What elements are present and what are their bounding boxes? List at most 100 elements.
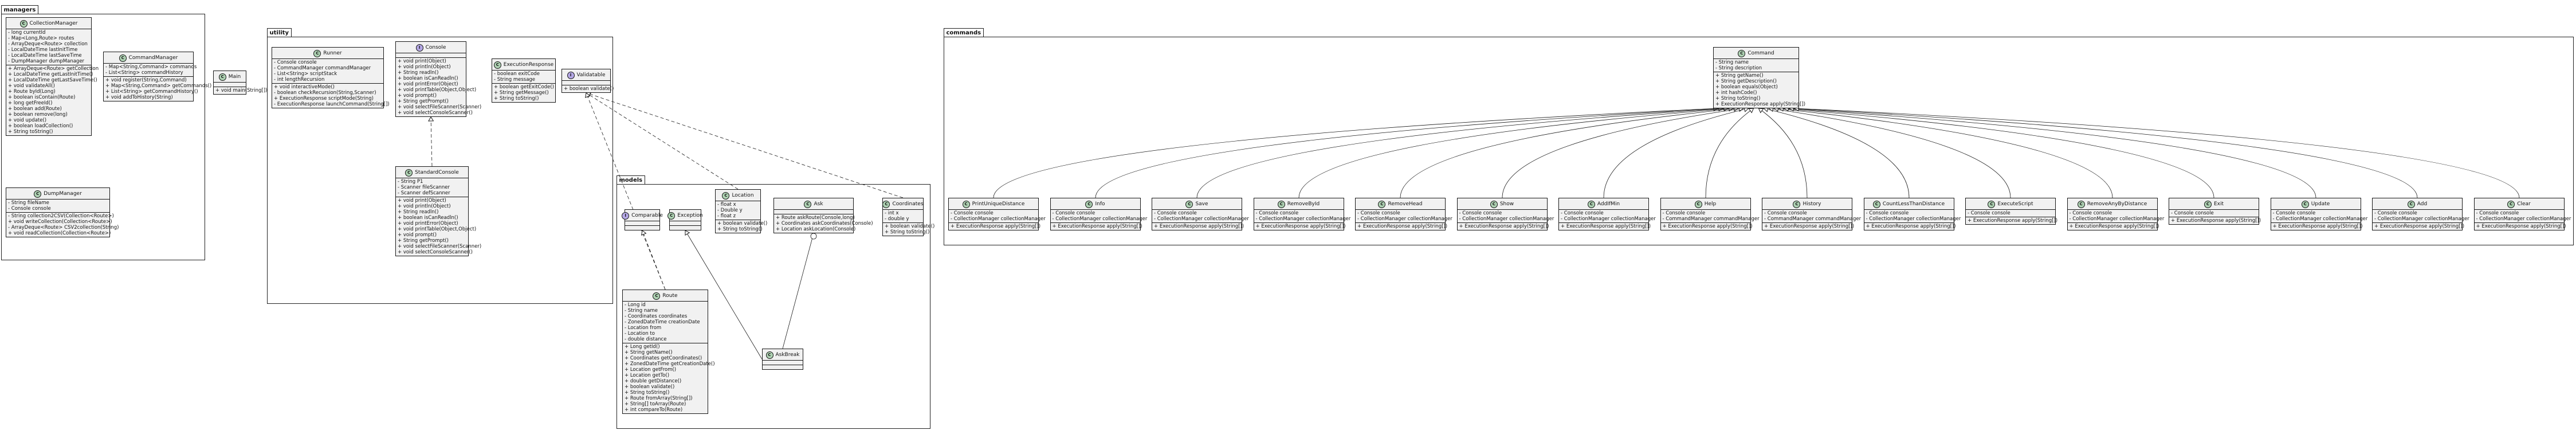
method: + boolean isContain(Route) [8,95,76,100]
method: + ExecutionResponse apply(String[]) [1715,101,1806,107]
inheritance-line [1603,108,1749,198]
method: + ExecutionResponse apply(String[]) [2171,218,2261,224]
method: + void prompt() [398,93,437,99]
field: - CollectionManager collectionManager [951,216,1046,222]
method: + ArrayDeque<Route> getCollection [8,66,99,72]
class-name: AddIfMin [1597,201,1620,207]
method: + boolean isCanReadln() [398,215,458,221]
method: + Route byId(Long) [8,89,56,95]
field: - CollectionManager collectionManager [1255,216,1351,222]
realization-line [586,92,904,198]
method: + ExecutionResponse apply(String[]) [2476,224,2566,229]
field: - Double y [717,208,743,213]
class-name: ExecuteScript [1997,201,2033,207]
fields-section: - int x- double y [883,209,923,222]
class-icon: C [1277,200,1285,208]
fields-section: - Console console- CollectionManager col… [1864,209,1961,222]
method: + ExecutionResponse apply(String[]) [951,224,1041,229]
methods-section [763,365,803,369]
field: - Long id [625,302,646,308]
methods-section: + boolean validate()+ String toString() [883,222,934,236]
class-name: History [1803,201,1821,207]
method: + String[] toArray(Route) [625,401,686,407]
field: - Map<Long,Route> routes [8,36,74,41]
field: - String message [494,77,536,83]
class-name: Comparable [631,213,663,218]
realization-line [642,230,666,290]
class-icon: C [1694,200,1702,208]
field: - CommandManager commandManager [274,65,371,71]
class-name: RemoveAnyByDistance [2087,201,2147,207]
field: - Console console [1764,210,1807,216]
method: + void interactiveMode() [274,84,335,90]
class-name: Console [425,45,446,50]
field: - Console console [2272,210,2316,216]
inheritance-line [1774,108,2113,198]
method: + String toString() [625,390,670,396]
class-name: Clear [2517,201,2531,207]
package-label: models [616,175,646,184]
inheritance-arrowhead [585,92,591,98]
class-name: Ask [814,201,823,207]
class-icon: C [1988,200,1996,208]
fields-section: - Console console- CollectionManager col… [1254,209,1351,222]
methods-section: + void interactiveMode()- boolean checkR… [272,83,390,108]
class-name: RemoveById [1287,201,1320,207]
field: - float z [717,213,736,219]
method: + boolean equals(Object) [1715,84,1778,90]
methods-section: + ExecutionResponse apply(String[]) [1559,222,1651,230]
fields-section: - Console console- CollectionManager col… [2474,209,2571,222]
methods-section: + ExecutionResponse apply(String[]) [1254,222,1346,230]
class-icon: C [1490,200,1498,208]
field: - Map<String,Command> commands [105,64,197,70]
methods-section: + Route askRoute(Console,long)+ Coordina… [774,214,873,233]
field: - CollectionManager collectionManager [1459,216,1554,222]
fields-section: - Console console- CollectionManager col… [1356,209,1452,222]
method: + long getFreeId() [8,100,53,106]
fields-section: - String fileName- Console console [6,199,109,212]
class-icon: C [722,191,730,200]
class-name: CountLessThanDistance [1882,201,1945,207]
class-icon: C [2507,200,2515,208]
class-name: PrintUniqueDistance [972,201,1025,207]
field: - Console console [1357,210,1400,216]
fields-section: - Console console- CommandManager comman… [1660,209,1760,222]
method: + Route fromArray(String[]) [625,396,693,401]
fields-section: - boolean exitCode- String message [492,70,555,83]
method: + ExecutionResponse apply(String[]) [2069,224,2159,229]
method: + void selectFileScanner(Scanner) [398,104,482,110]
methods-section: + Long getId()+ String getName()+ Coordi… [623,343,715,413]
class-icon: C [1587,200,1595,208]
method: + String getPrompt() [398,99,449,104]
field: - CollectionManager collectionManager [1866,216,1961,222]
field: - List<String> scriptStack [274,71,337,77]
class-icon: C [667,212,676,220]
method: + ZonedDateTime getCreationDate() [625,361,715,367]
class-icon: C [2407,200,2415,208]
field: - Coordinates coordinates [625,314,688,319]
package-managers: managers [1,5,205,260]
method: + String readln() [398,209,439,215]
